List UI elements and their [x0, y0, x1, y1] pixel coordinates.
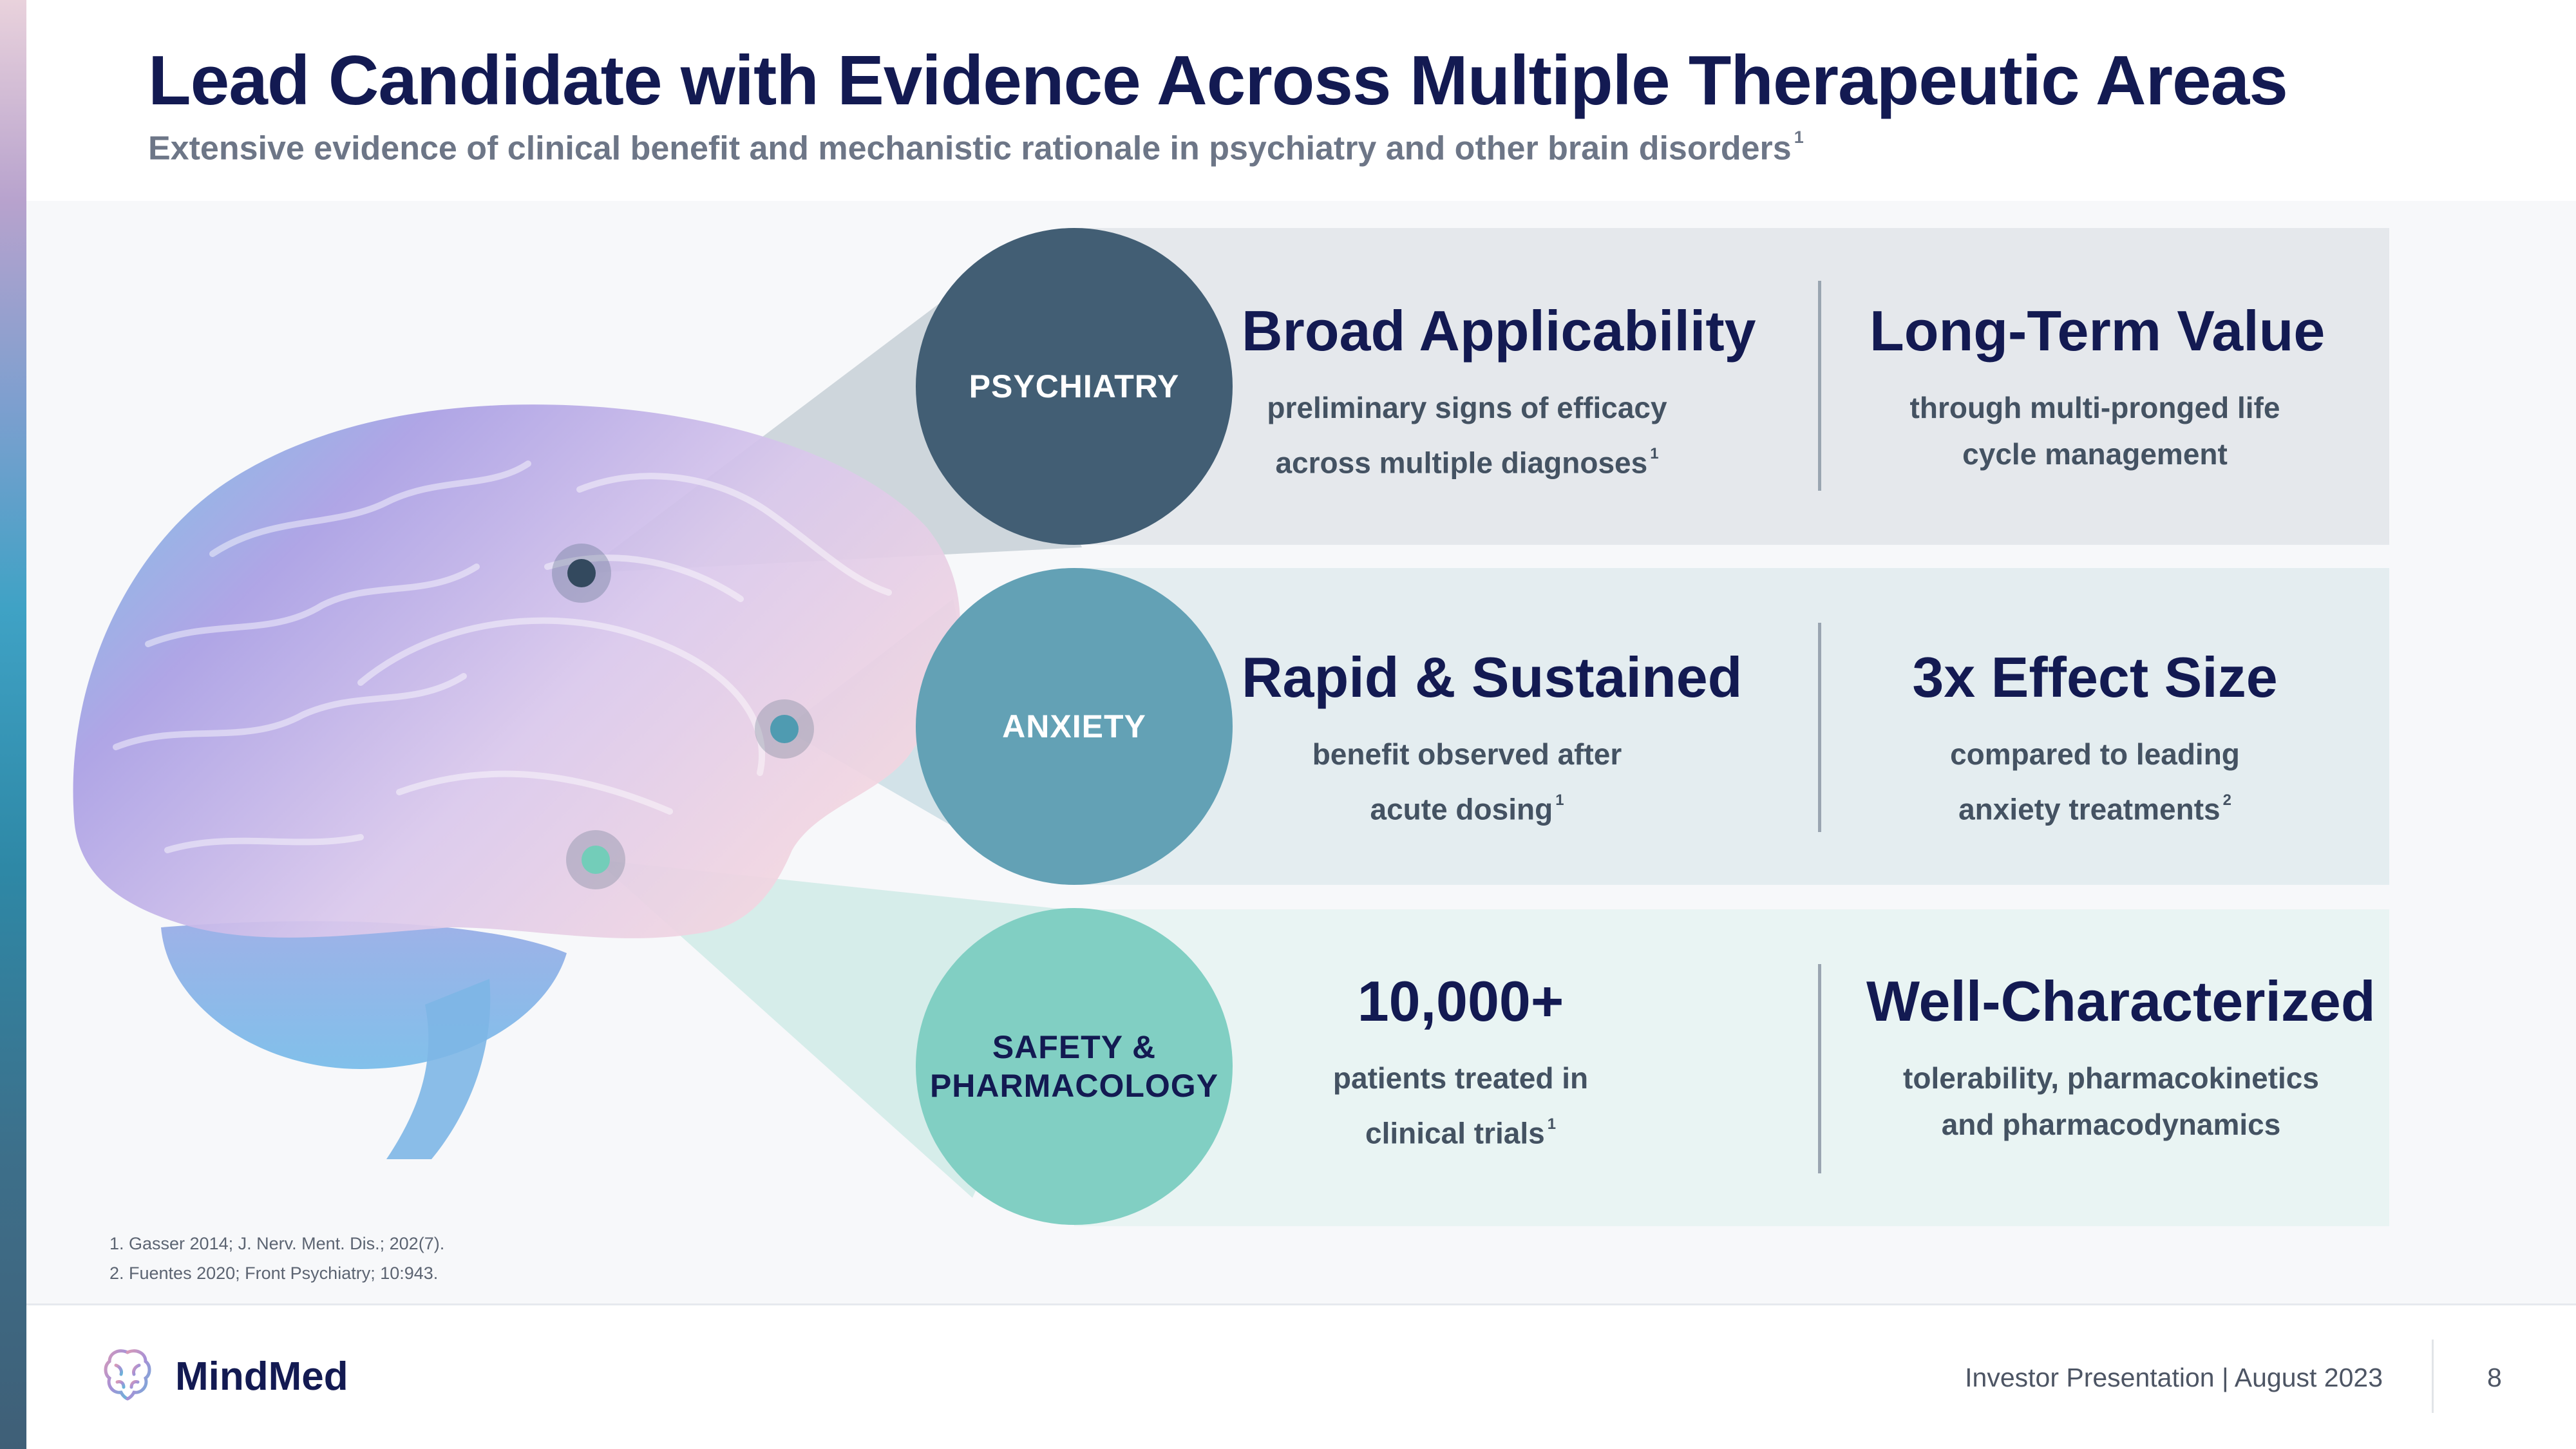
page-number: 8: [2487, 1363, 2502, 1392]
circle-safety-pharmacology: SAFETY &PHARMACOLOGY: [916, 908, 1233, 1225]
circle-anxiety: ANXIETY: [916, 568, 1233, 885]
circle-label: SAFETY &PHARMACOLOGY: [930, 1028, 1218, 1105]
pillar-footnote-ref: 1: [1555, 791, 1564, 809]
pillar-title: 3x Effect Size: [1912, 645, 2278, 709]
marker-safety: [582, 846, 610, 874]
pillar-broad-applicability: Broad Applicability preliminary signs of…: [1242, 299, 1756, 486]
circle-label: PSYCHIATRY: [969, 368, 1180, 404]
pillar-effect-size: 3x Effect Size compared to leading anxiet…: [1870, 645, 2320, 833]
brain-logo-icon: [104, 1349, 151, 1401]
row-divider: [1818, 964, 1821, 1173]
pillar-title: Rapid & Sustained: [1242, 645, 1743, 709]
brand-name: MindMed: [175, 1354, 348, 1399]
marker-anxiety: [770, 715, 799, 743]
row-band-safety: [1074, 909, 2389, 1226]
pillar-desc-line2: and pharmacodynamics: [1941, 1107, 2281, 1141]
row-divider: [1818, 281, 1821, 491]
presentation-label: Investor Presentation | August 2023: [1965, 1363, 2383, 1392]
circle-label-line1: SAFETY &: [992, 1029, 1157, 1065]
circle-label-line2: PHARMACOLOGY: [929, 1068, 1219, 1104]
pillar-desc-line1: through multi-pronged life: [1909, 390, 2280, 424]
pillar-desc-line2: acute dosing: [1370, 792, 1553, 826]
row-band-anxiety: [1074, 568, 2389, 885]
row-safety-pharmacology: 10,000+ patients treated in clinical tria…: [1074, 909, 2389, 1225]
pillar-rapid-sustained: Rapid & Sustained benefit observed after…: [1242, 645, 1743, 833]
pillar-desc-line1: tolerability, pharmacokinetics: [1903, 1061, 2319, 1095]
row-anxiety: Rapid & Sustained benefit observed after…: [1074, 568, 2389, 884]
pillar-desc-line1: preliminary signs of efficacy: [1267, 390, 1667, 424]
pillar-well-characterized: Well-Characterized tolerability, pharmac…: [1866, 969, 2376, 1148]
page-subtitle: Extensive evidence of clinical benefit a…: [148, 128, 1804, 168]
subtitle-text: Extensive evidence of clinical benefit a…: [148, 129, 1792, 167]
pillar-description: preliminary signs of efficacy across mult…: [1242, 384, 1692, 486]
pillar-footnote-ref: 1: [1547, 1115, 1556, 1133]
pillar-desc-line2: cycle management: [1962, 437, 2228, 471]
gradient-side-strip: [0, 0, 26, 1449]
pillar-footnote-ref: 2: [2222, 791, 2231, 809]
pillar-title: 10,000+: [1357, 969, 1564, 1033]
pillar-desc-line2: anxiety treatments: [1958, 792, 2221, 826]
row-psychiatry: Broad Applicability preliminary signs of…: [1074, 228, 2389, 544]
pillar-desc-line1: benefit observed after: [1312, 737, 1622, 771]
footnote-1: 1. Gasser 2014; J. Nerv. Ment. Dis.; 202…: [109, 1234, 445, 1253]
pillar-description: tolerability, pharmacokinetics and pharma…: [1866, 1055, 2356, 1148]
footer-divider: [26, 1303, 2576, 1305]
pillar-desc-line1: compared to leading: [1950, 737, 2240, 771]
marker-psychiatry: [567, 559, 596, 587]
subtitle-footnote-ref: 1: [1794, 128, 1804, 147]
page-title: Lead Candidate with Evidence Across Mult…: [148, 41, 2288, 120]
pillar-desc-line2: clinical trials: [1365, 1116, 1545, 1150]
circle-label: ANXIETY: [1002, 708, 1146, 744]
pillar-title: Well-Characterized: [1866, 969, 2376, 1033]
footnotes: 1. Gasser 2014; J. Nerv. Ment. Dis.; 202…: [109, 1229, 444, 1288]
pillar-title: Long-Term Value: [1870, 299, 2325, 363]
pillar-long-term-value: Long-Term Value through multi-pronged li…: [1870, 299, 2325, 477]
circle-psychiatry: PSYCHIATRY: [916, 228, 1233, 545]
footnote-2: 2. Fuentes 2020; Front Psychiatry; 10:94…: [109, 1264, 439, 1283]
row-band-psychiatry: [1074, 228, 2389, 545]
pillar-patients-treated: 10,000+ patients treated in clinical tria…: [1235, 969, 1686, 1157]
footer-separator: [2432, 1340, 2434, 1413]
pillar-title: Broad Applicability: [1242, 299, 1756, 363]
pillar-desc-line2: across multiple diagnoses: [1275, 446, 1648, 480]
pillar-description: through multi-pronged life cycle manageme…: [1870, 384, 2320, 477]
pillar-desc-line1: patients treated in: [1332, 1061, 1589, 1095]
pillar-footnote-ref: 1: [1650, 444, 1659, 462]
row-divider: [1818, 623, 1821, 832]
